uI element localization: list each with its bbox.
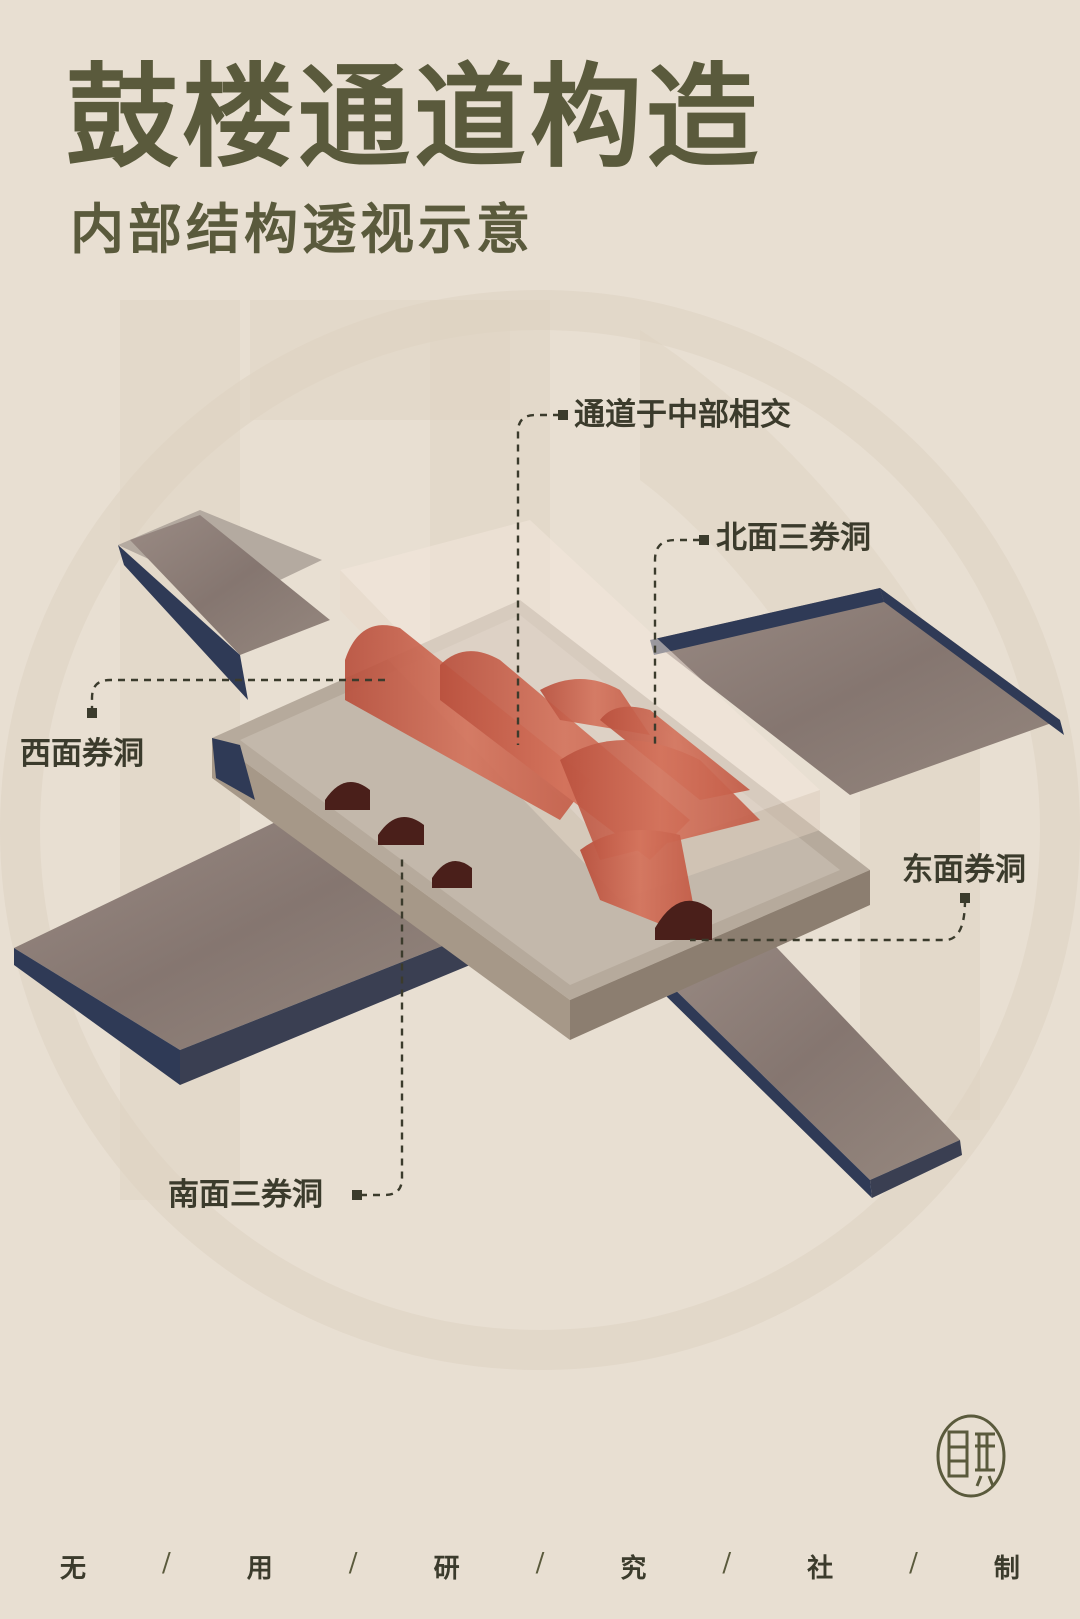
marker-east	[960, 893, 970, 903]
seal-logo	[935, 1412, 1007, 1502]
label-west-arch: 西面券洞	[20, 739, 144, 770]
footer-separator: /	[162, 1548, 171, 1585]
footer-separator: /	[909, 1548, 918, 1585]
footer-separator: /	[722, 1548, 731, 1585]
footer-separator: /	[536, 1548, 545, 1585]
footer-char: 究	[620, 1548, 646, 1585]
footer-char: 用	[247, 1548, 273, 1585]
footer-char: 制	[994, 1548, 1020, 1585]
label-north-arches: 北面三券洞	[716, 523, 871, 554]
footer-char: 无	[60, 1548, 86, 1585]
marker-west	[87, 708, 97, 718]
label-middle-intersection: 通道于中部相交	[574, 400, 791, 431]
footer-separator: /	[349, 1548, 358, 1585]
label-east-arch: 东面券洞	[902, 855, 1026, 886]
label-south-arches: 南面三券洞	[168, 1180, 323, 1211]
marker-south	[352, 1190, 362, 1200]
footer-char: 社	[807, 1548, 833, 1585]
footer-credits: 无 / 用 / 研 / 究 / 社 / 制	[60, 1548, 1020, 1585]
marker-middle	[558, 410, 568, 420]
footer-char: 研	[434, 1548, 460, 1585]
marker-north	[699, 535, 709, 545]
west-ramp	[118, 510, 330, 700]
